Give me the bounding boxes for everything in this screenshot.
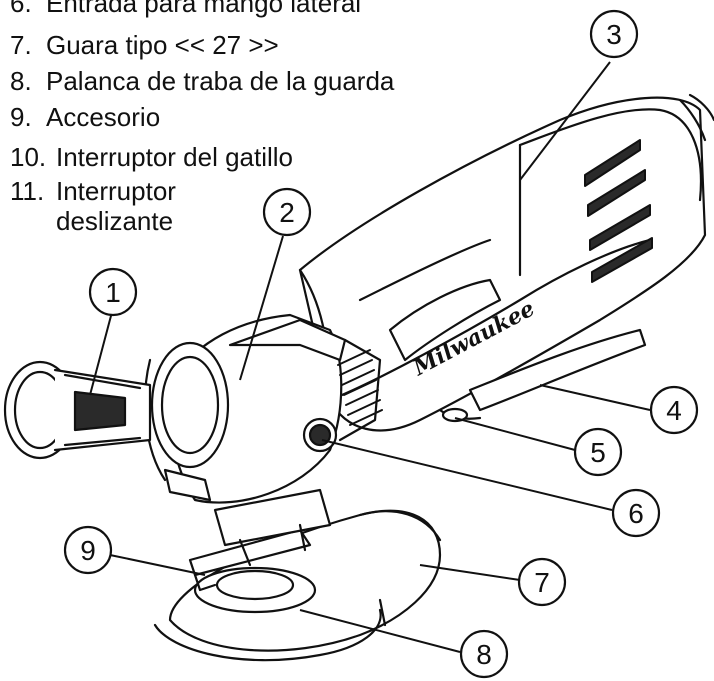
callout-circle-2 [262,187,312,237]
callout-number-4: 4 [666,395,682,426]
legend-number: 6. [10,0,32,18]
legend-number: 7. [10,30,32,60]
callout-circle-8 [459,629,509,679]
legend-label: Palanca de traba de la guarda [46,66,395,96]
leader-4 [539,384,651,411]
legend-number: 9. [10,102,32,132]
callout-number-2: 2 [279,197,295,228]
callout-circle-3 [589,9,639,59]
callout-circles [63,9,699,679]
legend-item-11: 11. Interruptor [10,176,176,206]
legend-label: Interruptor del gatillo [56,142,294,172]
legend-label: deslizante [56,206,174,236]
legend-item-9: 9. Accesorio [10,102,160,132]
legend-number: 8. [10,66,32,96]
leader-1 [89,311,113,396]
vent-slots [584,139,653,283]
callout-circle-6 [611,488,661,538]
leader-3 [519,61,611,181]
callout-leaders [89,61,651,653]
legend-item-7: 7. Guara tipo << 27 >> [10,30,279,60]
spindle-assembly [213,488,332,567]
cord-end [678,93,714,142]
legend-label: Accesorio [46,102,161,132]
leader-2 [239,235,284,381]
callout-number-5: 5 [590,437,606,468]
callout-numbers: 1 2 3 4 5 6 7 8 9 [80,19,682,670]
legend-item-11-continued: deslizante [10,206,173,236]
legend-item-6: 6. Entrada para mango lateral [10,0,361,18]
legend-item-10: 10. Interruptor del gatillo [10,142,293,172]
callout-circle-5 [573,427,623,477]
slide-switch [337,349,383,426]
legend-label: Entrada para mango lateral [46,0,362,18]
leader-8 [299,609,461,653]
legend-label: Interruptor [56,176,176,206]
leader-9 [109,554,206,576]
callout-number-8: 8 [476,639,492,670]
leader-5 [454,417,576,451]
guard-clamp-lever [188,528,312,592]
callout-circle-7 [517,557,567,607]
leader-6 [321,439,613,511]
side-handle [3,360,152,460]
leader-7 [419,564,521,581]
callout-number-7: 7 [534,567,550,598]
legend-label: Guara tipo << 27 >> [46,30,279,60]
spindle-cap [143,341,230,502]
callout-number-9: 9 [80,535,96,566]
legend-number: 11. [10,176,45,206]
callout-circle-9 [63,525,113,575]
legend-number: 10. [10,142,47,172]
accessory-disc [153,566,382,662]
callout-number-6: 6 [628,498,644,529]
paddle-trigger [438,328,647,423]
side-handle-port [302,417,338,453]
callout-number-1: 1 [105,277,121,308]
callout-number-3: 3 [606,19,622,50]
legend-item-8: 8. Palanca de traba de la guarda [10,66,394,96]
callout-circle-1 [88,267,138,317]
callout-circle-4 [649,385,699,435]
